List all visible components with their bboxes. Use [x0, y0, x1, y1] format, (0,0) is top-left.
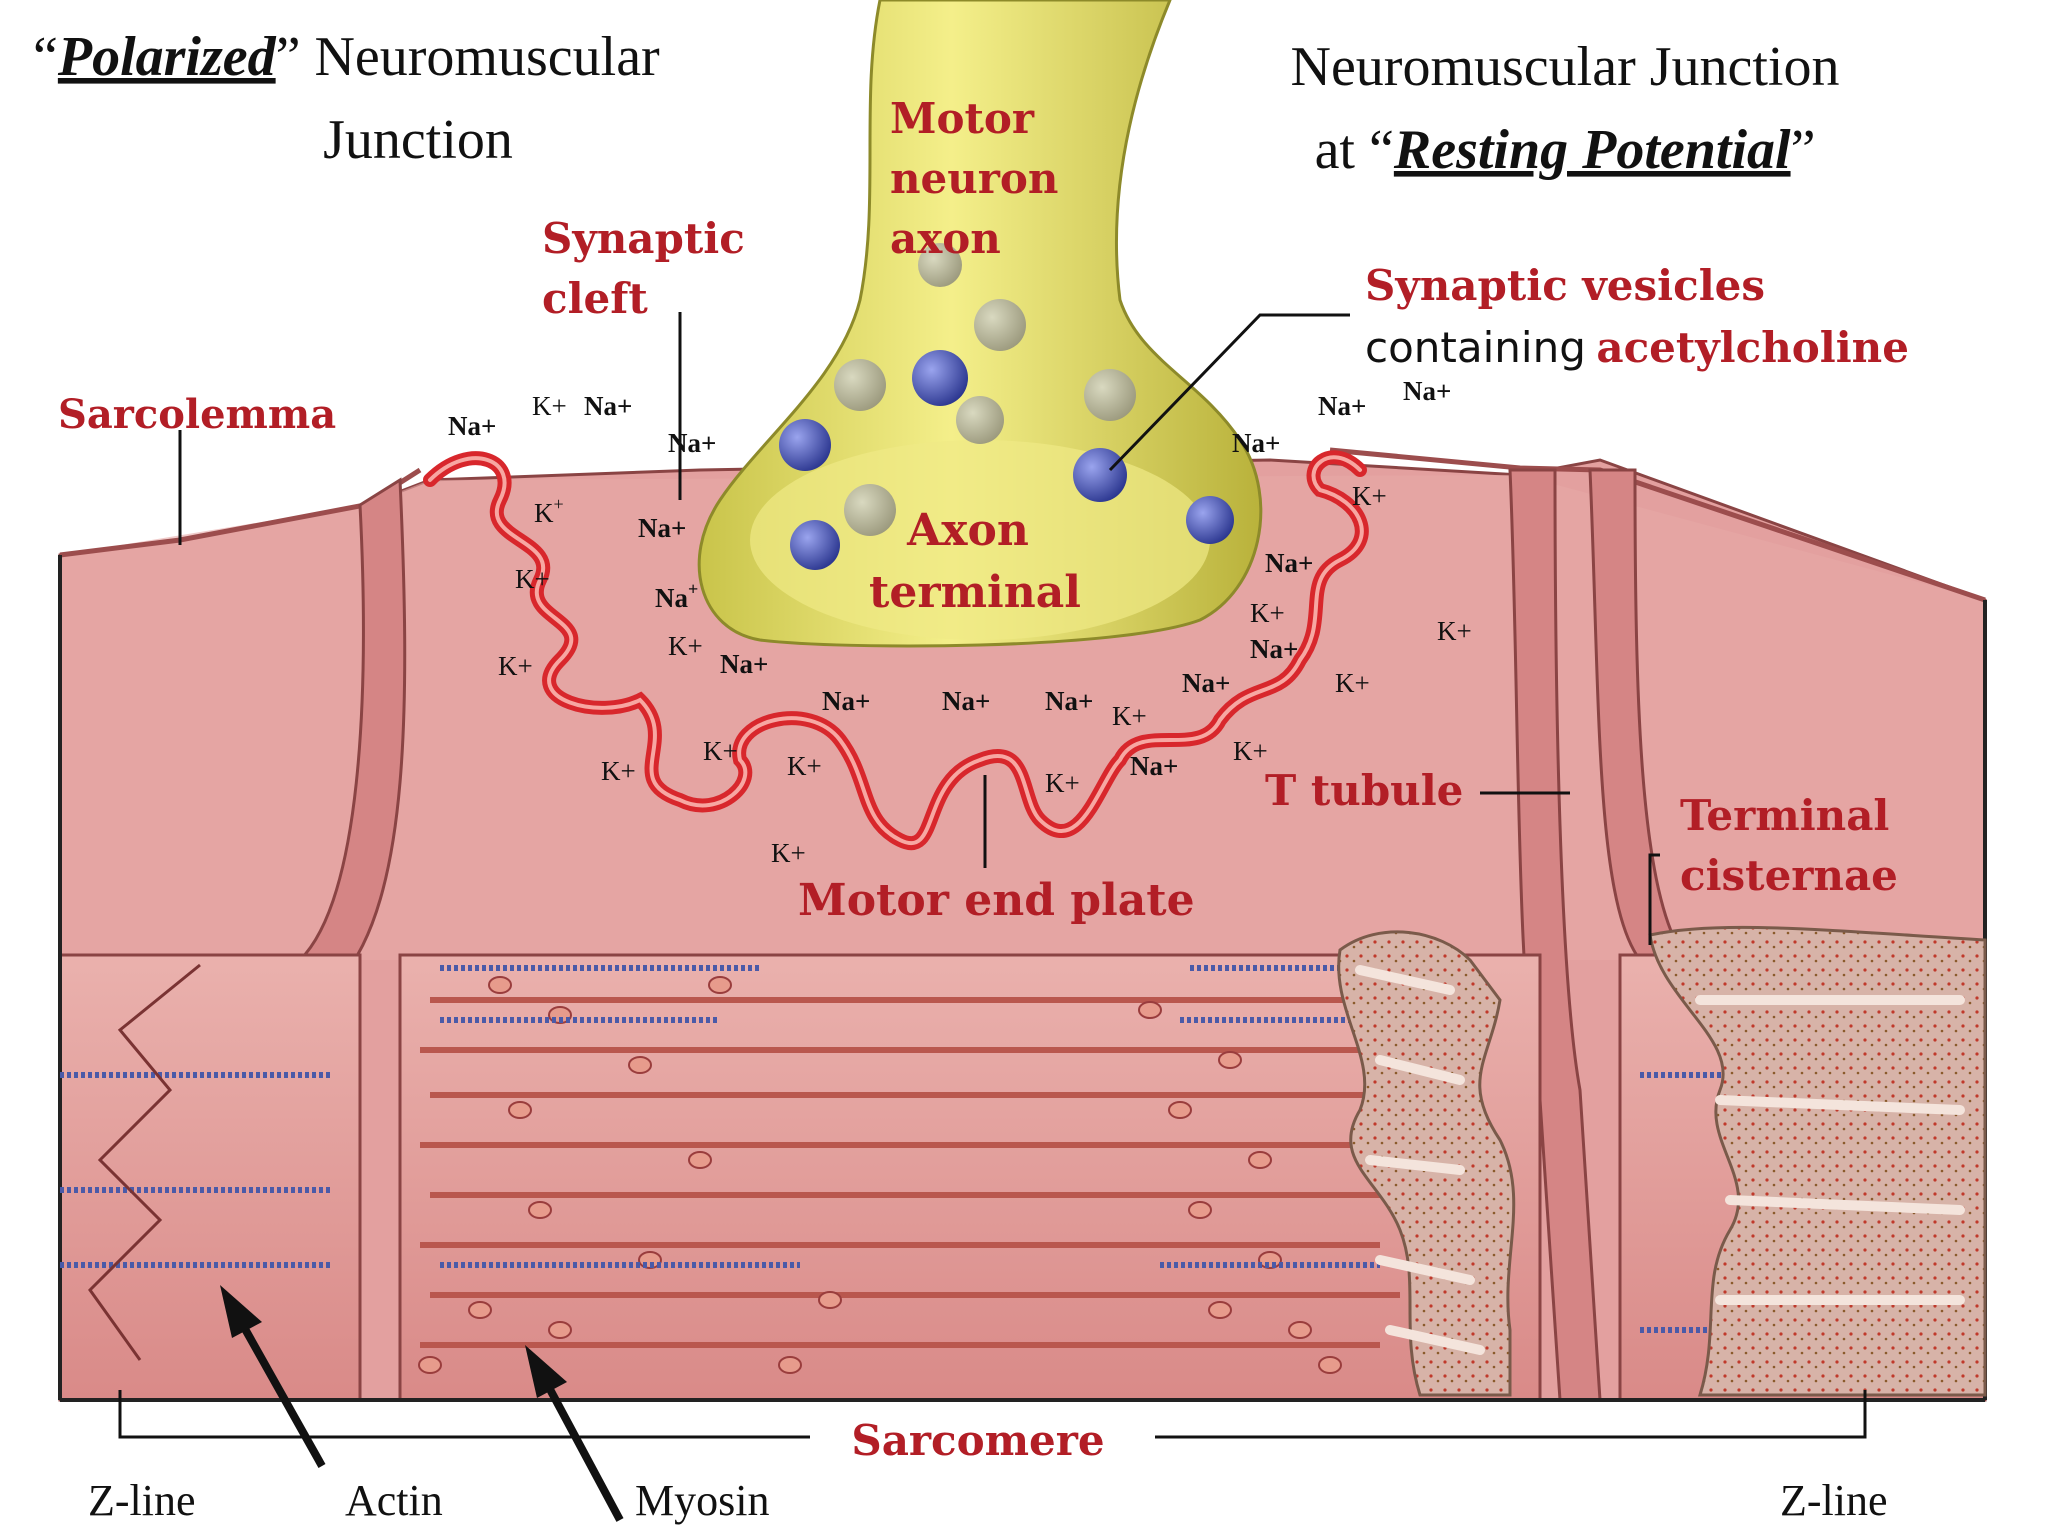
label-axon-terminal-2: terminal	[869, 567, 1081, 618]
ion-na: Na+	[942, 686, 990, 716]
ion-na: Na+	[584, 391, 632, 421]
ion-k: K+	[668, 631, 703, 661]
ion-na: Na+	[822, 686, 870, 716]
label-sarcolemma: Sarcolemma	[58, 391, 336, 438]
ion-k: K+	[1335, 668, 1370, 698]
label-terminal-cisternae-1: Terminal	[1680, 791, 1889, 840]
ion-k: K+	[771, 838, 806, 868]
ion-na: Na+	[668, 428, 716, 458]
label-motor-neuron-1: Motor	[890, 94, 1035, 143]
title-right-line2: at “Resting Potential”	[1315, 119, 1816, 181]
ion-k: K+	[1112, 701, 1147, 731]
title-left-line2: Junction	[323, 109, 513, 171]
label-actin: Actin	[345, 1476, 443, 1525]
title-left-line1: “Polarized” Neuromuscular	[33, 26, 660, 88]
ion-na: Na+	[1318, 391, 1366, 421]
label-myosin: Myosin	[635, 1476, 769, 1525]
ion-na: Na+	[1265, 548, 1313, 578]
ion-k: K+	[1352, 481, 1387, 511]
ion-na: Na+	[1182, 668, 1230, 698]
ion-na: Na+	[1232, 428, 1280, 458]
label-synaptic-cleft-2: cleft	[542, 274, 648, 323]
ion-na: Na+	[1403, 376, 1451, 406]
title-left-emphasis: Polarized	[57, 26, 277, 88]
ion-na: Na+	[1250, 634, 1298, 664]
title-right-emphasis: Resting Potential	[1393, 119, 1791, 181]
label-motor-neuron-3: axon	[890, 214, 1001, 263]
ion-k: K+	[787, 751, 822, 781]
label-motor-neuron-2: neuron	[890, 154, 1058, 203]
label-acetylcholine: acetylcholine	[1596, 323, 1909, 372]
ion-k: K+	[1233, 736, 1268, 766]
label-terminal-cisternae-2: cisternae	[1680, 851, 1898, 900]
ion-na: Na+	[1045, 686, 1093, 716]
label-t-tubule: T tubule	[1265, 766, 1463, 815]
ion-k: K+	[1437, 616, 1472, 646]
label-z-line-right: Z-line	[1780, 1476, 1888, 1525]
label-containing: containing	[1365, 323, 1586, 372]
title-right-line1: Neuromuscular Junction	[1291, 36, 1840, 98]
label-sarcomere: Sarcomere	[851, 1416, 1104, 1465]
ion-k: K+	[498, 651, 533, 681]
ion-k: K+	[1045, 768, 1080, 798]
ion-k: K+	[1250, 598, 1285, 628]
ion-na: Na+	[720, 649, 768, 679]
ion-k: K+	[515, 564, 550, 594]
label-synaptic-vesicles: Synaptic vesicles	[1365, 261, 1765, 310]
ion-na: Na+	[638, 513, 686, 543]
ion-k: K+	[703, 736, 738, 766]
ion-na: Na+	[1130, 751, 1178, 781]
ion-k: K+	[532, 391, 567, 421]
ion-k: K+	[601, 756, 636, 786]
label-z-line-left: Z-line	[88, 1476, 196, 1525]
label-containing-line: containing acetylcholine	[1365, 323, 1909, 372]
label-motor-end-plate: Motor end plate	[798, 875, 1195, 926]
ion-na: Na+	[448, 411, 496, 441]
myofibril-left	[60, 955, 360, 1400]
label-synaptic-cleft-1: Synaptic	[542, 214, 745, 263]
label-axon-terminal-1: Axon	[906, 505, 1029, 556]
